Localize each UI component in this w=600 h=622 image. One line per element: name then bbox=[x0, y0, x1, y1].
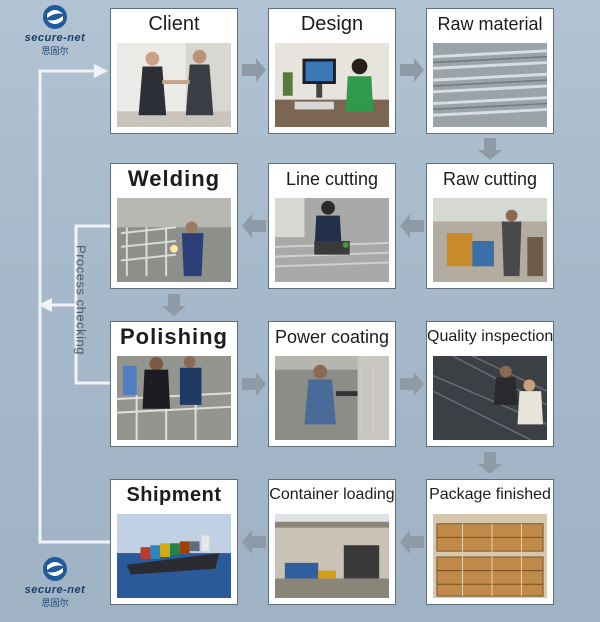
arrow-quality-package bbox=[478, 452, 502, 474]
client-photo bbox=[117, 43, 231, 127]
logo-mark-icon bbox=[40, 556, 70, 582]
step-raw-cutting: Raw cutting bbox=[426, 163, 554, 289]
step-polishing: Polishing bbox=[110, 321, 238, 447]
arrow-linecutting-welding bbox=[242, 214, 266, 238]
container-loading-photo bbox=[275, 514, 389, 598]
step-quality-inspection: Quality inspection bbox=[426, 321, 554, 447]
arrow-rawcutting-linecutting bbox=[400, 214, 424, 238]
arrow-welding-polishing bbox=[162, 294, 186, 316]
logo-brand: secure-net bbox=[6, 32, 104, 44]
arrow-client-design bbox=[242, 58, 266, 82]
logo-top: secure-net 思固尔 bbox=[6, 4, 104, 54]
raw-material-photo bbox=[433, 43, 547, 127]
quality-inspection-photo bbox=[433, 356, 547, 440]
step-line-cutting: Line cutting bbox=[268, 163, 396, 289]
raw-cutting-photo bbox=[433, 198, 547, 282]
arrow-rawmaterial-rawcutting bbox=[478, 138, 502, 160]
step-design: Design bbox=[268, 8, 396, 134]
design-photo bbox=[275, 43, 389, 127]
arrow-package-container bbox=[400, 530, 424, 554]
step-label: Client bbox=[111, 13, 237, 35]
arrow-powercoating-quality bbox=[400, 372, 424, 396]
step-label: Shipment bbox=[111, 484, 237, 506]
line-cutting-photo bbox=[275, 198, 389, 282]
step-label: Package finished bbox=[427, 484, 553, 506]
step-label: Polishing bbox=[111, 326, 237, 348]
arrow-container-shipment bbox=[242, 530, 266, 554]
logo-brand: secure-net bbox=[6, 584, 104, 596]
step-label: Power coating bbox=[269, 326, 395, 348]
step-label: Welding bbox=[111, 168, 237, 190]
step-power-coating: Power coating bbox=[268, 321, 396, 447]
step-package-finished: Package finished bbox=[426, 479, 554, 605]
power-coating-photo bbox=[275, 356, 389, 440]
step-label: Line cutting bbox=[269, 168, 395, 190]
step-label: Container loading bbox=[269, 484, 395, 506]
step-label: Design bbox=[269, 13, 395, 35]
step-client: Client bbox=[110, 8, 238, 134]
polishing-photo bbox=[117, 356, 231, 440]
arrow-design-rawmaterial bbox=[400, 58, 424, 82]
step-shipment: Shipment bbox=[110, 479, 238, 605]
step-label: Raw cutting bbox=[427, 168, 553, 190]
logo-chinese: 思固尔 bbox=[6, 44, 104, 57]
process-checking-text: Process checking bbox=[74, 245, 89, 355]
process-checking-label: Process checking bbox=[70, 240, 92, 360]
package-finished-photo bbox=[433, 514, 547, 598]
step-welding: Welding bbox=[110, 163, 238, 289]
welding-photo bbox=[117, 198, 231, 282]
logo-mark-icon bbox=[40, 4, 70, 30]
logo-chinese: 思固尔 bbox=[6, 596, 104, 609]
step-container-loading: Container loading bbox=[268, 479, 396, 605]
shipment-photo bbox=[117, 514, 231, 598]
step-raw-material: Raw material bbox=[426, 8, 554, 134]
arrow-polishing-powercoating bbox=[242, 372, 266, 396]
step-label: Quality inspection bbox=[427, 326, 553, 348]
step-label: Raw material bbox=[427, 13, 553, 35]
logo-bottom: secure-net 思固尔 bbox=[6, 556, 104, 606]
